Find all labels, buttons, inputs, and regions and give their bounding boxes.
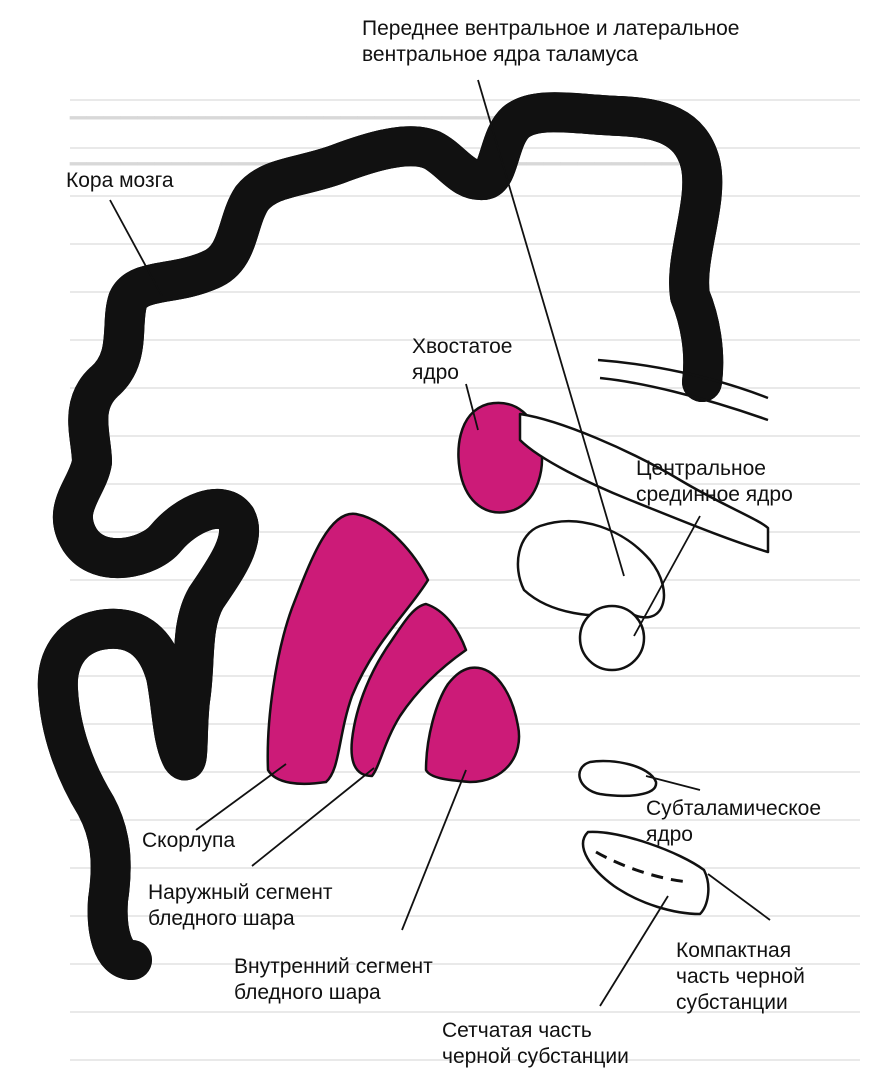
label-gpe: Наружный сегмент бледного шара xyxy=(148,880,333,932)
label-line: срединное ядро xyxy=(636,482,793,508)
label-line: ядро xyxy=(412,360,512,386)
label-line: Скорлупа xyxy=(142,828,235,854)
label-line: субстанции xyxy=(676,990,805,1016)
label-line: Компактная xyxy=(676,938,805,964)
label-line: часть черной xyxy=(676,964,805,990)
label-reticular-part: Сетчатая часть черной субстанции xyxy=(442,1018,629,1070)
label-line: бледного шара xyxy=(234,980,433,1006)
label-line: ядро xyxy=(646,822,821,848)
label-centromedian: Центральное срединное ядро xyxy=(636,456,793,508)
magenta-nuclei xyxy=(268,403,542,784)
label-line: Внутренний сегмент xyxy=(234,954,433,980)
boundary-lines xyxy=(598,360,768,420)
label-line: Сетчатая часть xyxy=(442,1018,629,1044)
label-gpi: Внутренний сегмент бледного шара xyxy=(234,954,433,1006)
label-line: Центральное xyxy=(636,456,793,482)
label-line: бледного шара xyxy=(148,906,333,932)
label-compact-part: Компактная часть черной субстанции xyxy=(676,938,805,1016)
centromedian-nucleus-shape xyxy=(580,606,644,670)
label-line: Переднее вентральное и латеральное xyxy=(362,16,739,42)
label-line: Хвостатое xyxy=(412,334,512,360)
label-subthalamic: Субталамическое ядро xyxy=(646,796,821,848)
label-line: Кора мозга xyxy=(66,168,174,194)
label-thalamus-nuclei: Переднее вентральное и латеральное вентр… xyxy=(362,16,739,68)
thalamus-lower-shape xyxy=(518,521,664,617)
gpi-shape xyxy=(426,668,519,782)
label-cortex: Кора мозга xyxy=(66,168,174,194)
subthalamic-nucleus-shape xyxy=(579,761,656,796)
label-caudate: Хвостатое ядро xyxy=(412,334,512,386)
label-line: черной субстанции xyxy=(442,1044,629,1070)
label-line: Наружный сегмент xyxy=(148,880,333,906)
label-putamen: Скорлупа xyxy=(142,828,235,854)
label-line: Субталамическое xyxy=(646,796,821,822)
label-line: вентральное ядра таламуса xyxy=(362,42,739,68)
